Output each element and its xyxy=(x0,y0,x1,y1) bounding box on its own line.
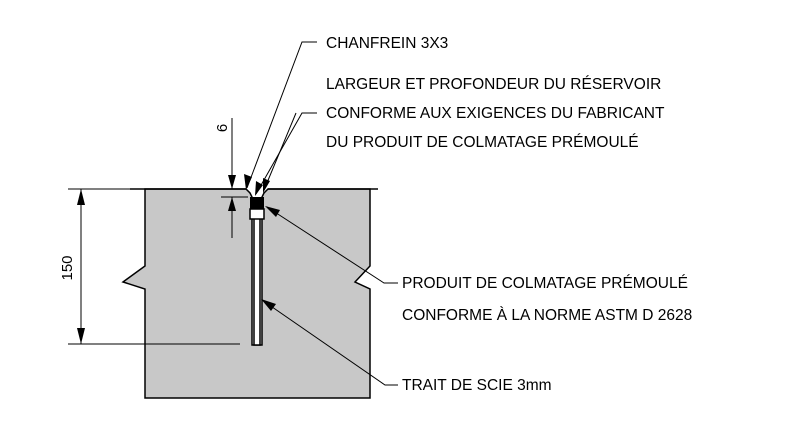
leader-reservoir-2-arrow xyxy=(263,178,270,193)
leader-sealant xyxy=(266,206,398,284)
leader-chamfer xyxy=(246,41,317,189)
backer-rod xyxy=(249,208,265,220)
sealant-block xyxy=(250,197,264,209)
label-sealant-line2: CONFORME À LA NORME ASTM D 2628 xyxy=(402,307,692,324)
leader-reservoir xyxy=(255,112,317,195)
leader-chamfer-arrow xyxy=(244,174,252,190)
label-sealant-line1: PRODUIT DE COLMATAGE PRÉMOULÉ xyxy=(402,275,688,292)
dim-6-arrow-top xyxy=(228,175,236,189)
dim-6-arrow-bottom xyxy=(228,197,236,211)
dim-150-text: 150 xyxy=(59,255,76,280)
leader-saw-cut xyxy=(261,299,398,386)
dim-150-arrow-top xyxy=(77,189,85,205)
leader-reservoir-arrow xyxy=(255,181,263,196)
concrete-slab xyxy=(121,188,371,399)
leader-sealant-arrow xyxy=(265,206,280,217)
leader-reservoir-2 xyxy=(263,112,297,191)
label-reservoir-line2: CONFORME AUX EXIGENCES DU FABRICANT xyxy=(326,105,665,122)
dim-150-arrow-bottom xyxy=(77,328,85,344)
label-reservoir-line3: DU PRODUIT DE COLMATAGE PRÉMOULÉ xyxy=(326,134,639,151)
label-chamfer: CHANFREIN 3X3 xyxy=(326,35,448,52)
label-saw-cut: TRAIT DE SCIE 3mm xyxy=(402,377,552,394)
label-reservoir-line1: LARGEUR ET PROFONDEUR DU RÉSERVOIR xyxy=(326,76,661,93)
dim-6-text: 6 xyxy=(214,124,231,132)
leader-saw-cut-arrow xyxy=(261,299,276,311)
saw-cut xyxy=(253,214,261,346)
